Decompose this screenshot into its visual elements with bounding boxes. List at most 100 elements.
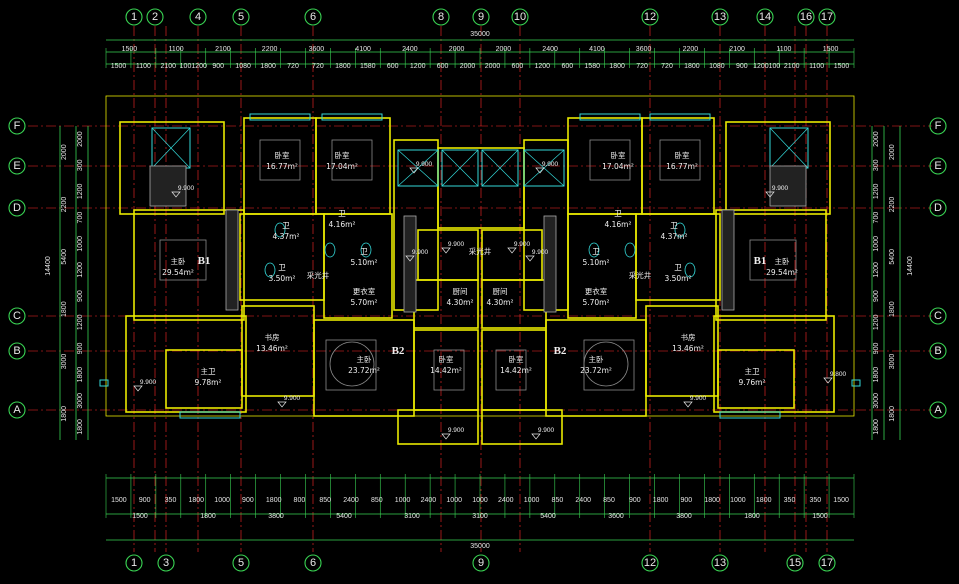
dimension-text: 850 (371, 497, 383, 504)
axis-bubble: 4 (189, 8, 207, 26)
level-value: 9.900 (514, 241, 531, 248)
dimension-text: 2400 (402, 46, 418, 53)
axis-bubble: D (929, 199, 947, 217)
dimension-text: 2000 (77, 131, 84, 147)
elevator-cross (441, 149, 479, 187)
axis-bubble-label: 5 (238, 11, 244, 23)
dimension-text: 2000 (61, 144, 68, 160)
room-area: 29.54m² (766, 268, 798, 277)
axis-bubble: 17 (818, 554, 836, 572)
dimension-text: 1800 (61, 406, 68, 422)
axis-bubble-circle (8, 117, 26, 135)
axis-bubble-label: 9 (478, 11, 484, 23)
dimension-text: 2200 (889, 197, 896, 213)
axis-bubble-circle (304, 554, 322, 572)
toilet-symbol (324, 242, 336, 258)
axis-bubble: 5 (232, 554, 250, 572)
room-area: 17.04m² (326, 162, 358, 171)
room-name: 卧室 (509, 354, 524, 364)
axis-bubble: B (929, 342, 947, 360)
axis-bubble-circle (8, 342, 26, 360)
axis-bubble-label: 13 (714, 11, 726, 23)
dimension-text: 900 (736, 63, 748, 70)
level-triangle (531, 433, 541, 440)
axis-bubble: 13 (711, 554, 729, 572)
dimension-text: 1000 (214, 497, 230, 504)
unit-type-label: B2 (392, 345, 405, 357)
axis-bubble-circle (756, 8, 774, 26)
dimension-text: 1800 (77, 367, 84, 383)
level-triangle (507, 247, 517, 254)
room-area: 4.30m² (486, 298, 513, 307)
axis-bubble-circle (929, 307, 947, 325)
bottom-total-dimension: 35000 (470, 543, 490, 550)
dimension-text: 600 (387, 63, 399, 70)
axis-bubble: 2 (146, 8, 164, 26)
axis-bubble-label: 1 (131, 557, 137, 569)
room-name: 书房 (265, 332, 280, 342)
unit-type-label: B1 (754, 255, 767, 267)
axis-bubble-label: 2 (152, 11, 158, 23)
axis-bubble: A (929, 401, 947, 419)
room-area: 4.37m² (272, 232, 299, 241)
dimension-text: 900 (680, 497, 692, 504)
toilet-symbol (274, 222, 286, 238)
room-name: 卫 (278, 263, 286, 272)
room-name: 卧室 (335, 150, 350, 160)
level-value: 9.900 (690, 395, 707, 402)
dimension-text: 700 (873, 212, 880, 224)
hatched-column (149, 165, 187, 207)
axis-bubble-circle (929, 117, 947, 135)
level-value: 9.900 (416, 161, 433, 168)
axis-bubble-circle (472, 8, 490, 26)
dimension-text: 900 (139, 497, 151, 504)
wall-outline (645, 305, 719, 397)
axis-bubble-label: 5 (238, 557, 244, 569)
dimension-text: 1000 (524, 497, 540, 504)
dimension-text: 2100 (784, 63, 800, 70)
dimension-text: 900 (873, 290, 880, 302)
axis-bubble-circle (125, 8, 143, 26)
window-mark (249, 113, 311, 121)
axis-bubble: 14 (756, 8, 774, 26)
room-area: 16.77m² (666, 162, 698, 171)
room-name: 卫 (614, 209, 622, 218)
room-name: 主卫 (745, 366, 760, 376)
level-value: 9.900 (448, 241, 465, 248)
building-outline (105, 95, 855, 417)
axis-bubble-label: 13 (714, 557, 726, 569)
axis-bubble-circle (146, 8, 164, 26)
level-value: 9.900 (772, 185, 789, 192)
axis-bubble-circle (641, 554, 659, 572)
elevator-shaft (397, 149, 439, 187)
axis-bubble-circle (929, 157, 947, 175)
dimension-text: 1000 (77, 236, 84, 252)
axis-bubble-label: E (934, 160, 941, 172)
window-mark (851, 379, 861, 387)
axis-bubble-label: C (13, 310, 21, 322)
room-area: 3.50m² (268, 274, 295, 283)
dimension-text: 1500 (111, 63, 127, 70)
room-area: 4.16m² (328, 220, 355, 229)
room-name: 主卫 (201, 366, 216, 376)
dimension-text: 1500 (812, 513, 828, 520)
room-area: 14.42m² (500, 366, 532, 375)
window-mark (179, 411, 241, 419)
level-value: 9.900 (412, 249, 429, 256)
dimension-text: 1000 (730, 497, 746, 504)
dimension-text: 2000 (460, 63, 476, 70)
axis-bubble: F (8, 117, 26, 135)
dimension-text: 800 (294, 497, 306, 504)
top-total-dimension: 35000 (470, 31, 490, 38)
dimension-text: 900 (629, 497, 641, 504)
axis-bubble-label: E (13, 160, 20, 172)
dimension-text: 900 (873, 342, 880, 354)
dimension-text: 2000 (496, 46, 512, 53)
dimension-text: 5400 (540, 513, 556, 520)
room-name: 主卧 (589, 354, 604, 364)
room-name: 主卧 (171, 256, 186, 266)
level-triangle (765, 191, 775, 198)
